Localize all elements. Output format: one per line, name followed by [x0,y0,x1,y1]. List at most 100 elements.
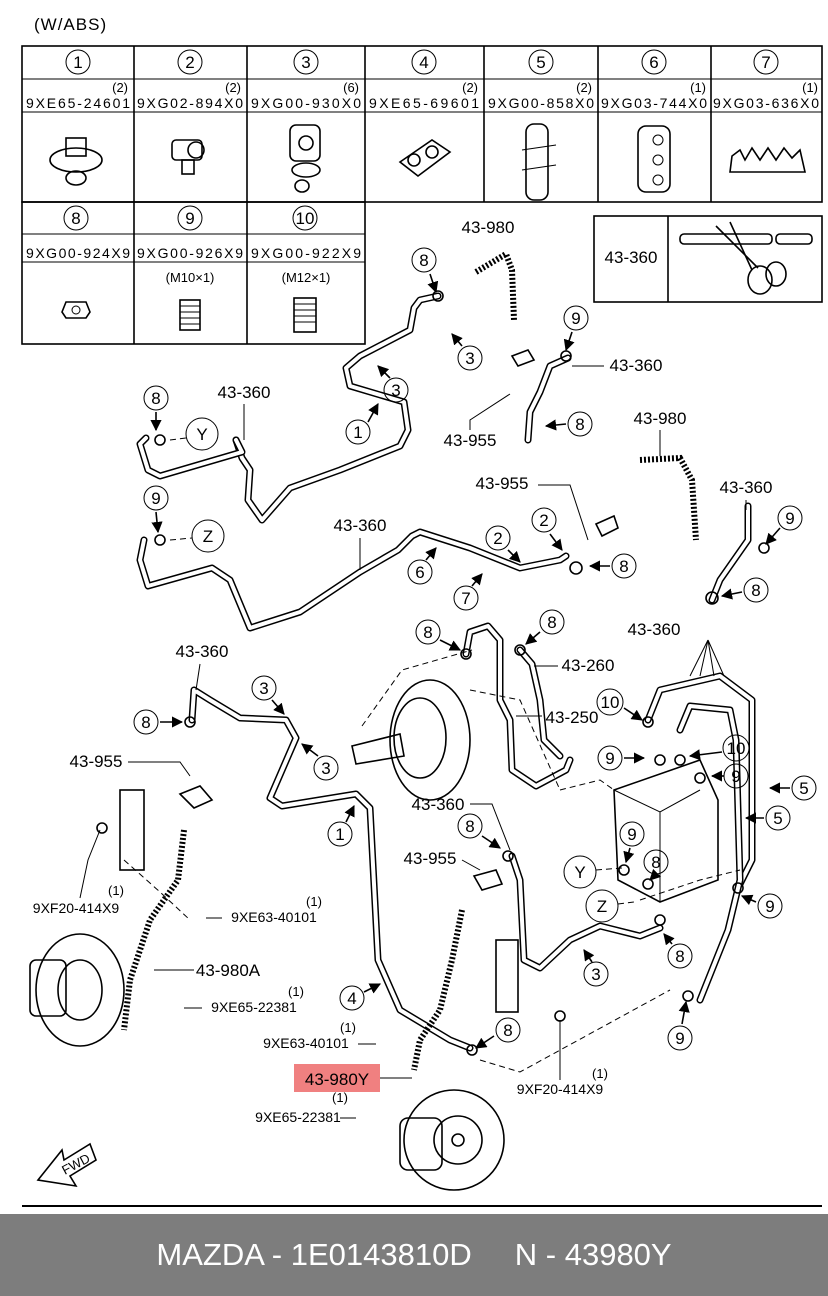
label-43-360-a: 43-360 [218,383,271,402]
pipe-cutter-icon [715,221,787,295]
callout-8: 8 [651,853,660,872]
label-9xf20-a-qty: (1) [108,883,124,898]
marker-z-top: Z [203,527,213,546]
cell-part-6: 9XG03-744X0 [601,95,707,111]
callout-9: 9 [571,309,580,328]
cell-num-3: 3 [301,53,310,72]
label-43-360-g: 43-360 [412,795,465,814]
cell-part-10: 9XG00-922X9 [251,245,361,261]
cell-qty-4: (2) [462,80,478,95]
diagram-title: (W/ABS) [34,15,107,34]
callout-1: 1 [353,423,362,442]
label-9xe63-a: 9XE63-40101 [231,909,317,925]
cell-part-2: 9XG02-894X0 [137,95,243,111]
label-43-360-f: 43-360 [628,620,681,639]
callout-2: 2 [493,529,502,548]
callout-8: 8 [575,415,584,434]
callout-8: 8 [141,713,150,732]
label-43-955-a: 43-955 [444,431,497,450]
cell-num-10: 10 [296,209,315,228]
hose-bracket-icon [521,123,557,201]
label-43-980-top: 43-980 [462,218,515,237]
callout-8: 8 [465,817,474,836]
label-43-980y: 43-980Y [305,1070,369,1089]
label-43-360-e: 43-360 [176,642,229,661]
cell-num-1: 1 [73,53,82,72]
label-9xe63-b: 9XE63-40101 [263,1035,349,1051]
brake-booster [351,649,561,801]
callout-3: 3 [391,381,400,400]
callout-9: 9 [731,767,740,786]
cell-qty-7: (1) [802,80,818,95]
callout-3: 3 [259,679,268,698]
row1-part-drawings [49,123,807,201]
callout-7: 7 [461,589,470,608]
label-43-955-c: 43-955 [70,752,123,771]
cell-num-9: 9 [185,209,194,228]
label-9xe65-a-qty: (1) [288,984,304,999]
tool-box-code: 43-360 [605,248,658,267]
label-43-260: 43-260 [562,656,615,675]
cell-num-7: 7 [761,53,770,72]
tool-box: 43-360 [593,215,823,303]
fittings [96,290,770,1056]
footer-part-reference: MAZDA - 1E0143810D N - 43980Y [156,1237,672,1272]
brake-hoses [121,249,699,1071]
cell-qty-2: (2) [225,80,241,95]
cell-qty-5: (2) [576,80,592,95]
label-43-360-d: 43-360 [334,516,387,535]
grommet-icon [171,139,205,175]
callout-6: 6 [415,563,424,582]
cell-num-6: 6 [649,53,658,72]
parts-table [21,45,823,345]
left-brake-caliper [29,789,191,1047]
numbered-callouts: 8 8 8 8 8 8 8 8 8 8 8 8 9 9 9 9 9 9 9 9 … [133,247,817,1051]
callout-8: 8 [503,1021,512,1040]
callout-2: 2 [539,511,548,530]
callout-5: 5 [799,779,808,798]
callout-9: 9 [151,489,160,508]
label-43-955-b: 43-955 [476,474,529,493]
label-43-955-d: 43-955 [404,849,457,868]
label-43-250: 43-250 [546,708,599,727]
label-9xe65-a: 9XE65-22381 [211,999,297,1015]
brake-lines [136,292,756,1052]
row1-callouts: 1 2 3 4 5 6 7 [65,49,779,75]
label-9xf20-b: 9XF20-414X9 [517,1081,604,1097]
cell-num-8: 8 [71,209,80,228]
cell-qty-6: (1) [690,80,706,95]
callout-10: 10 [601,693,620,712]
callout-9: 9 [605,749,614,768]
cell-num-4: 4 [419,53,428,72]
label-9xf20-a: 9XF20-414X9 [33,900,120,916]
label-9xe65-b-qty: (1) [332,1090,348,1105]
callout-3: 3 [321,759,330,778]
label-43-360-c: 43-360 [720,478,773,497]
callout-9: 9 [675,1029,684,1048]
callout-8: 8 [751,581,760,600]
brackets [178,349,619,891]
footer-bar: MAZDA - 1E0143810D N - 43980Y [0,1214,828,1296]
callout-8: 8 [619,557,628,576]
label-9xe65-b: 9XE65-22381 [255,1109,341,1125]
cell-sub-9: (M10×1) [166,270,215,285]
cell-sub-10: (M12×1) [282,270,331,285]
clip-icon [49,137,103,186]
marker-y-top: Y [196,425,207,444]
cell-part-9: 9XG00-926X9 [137,245,243,261]
cell-qty-3: (6) [343,80,359,95]
flare-nut-m12-icon [293,297,317,333]
callout-8: 8 [151,389,160,408]
label-43-360-b: 43-360 [610,356,663,375]
label-9xf20-b-qty: (1) [592,1066,608,1081]
highlight-43-980y [294,1064,380,1092]
callout-9: 9 [785,509,794,528]
row2-callouts: 8 9 10 9XG00-924X9 9XG00-926X9 9XG00-922… [26,205,361,333]
callout-3: 3 [465,349,474,368]
callout-4: 4 [347,989,356,1008]
cell-part-1: 9XE65-24601 [26,95,130,111]
brake-line-diagram: (W/ABS) 1 2 3 4 5 6 7 (2) (2) (6) (2) (2… [21,15,823,1207]
cell-num-2: 2 [185,53,194,72]
callout-5: 5 [773,809,782,828]
label-43-980a: 43-980A [196,961,261,980]
